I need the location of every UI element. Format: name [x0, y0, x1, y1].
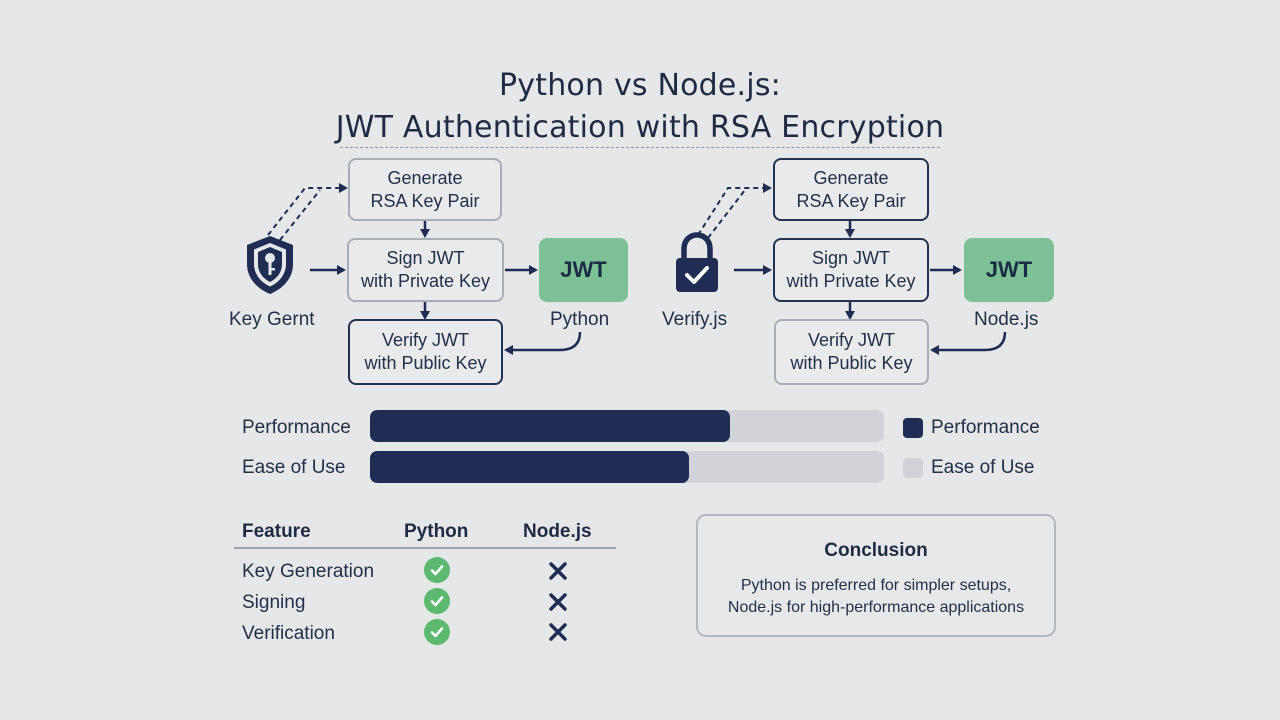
py-dashed-link-2: [279, 189, 321, 241]
title-underline: [340, 147, 940, 148]
python-verify-box: Verify JWT with Public Key: [348, 319, 503, 385]
py-arrow-label-verify: [504, 331, 582, 355]
python-sign-box: Sign JWT with Private Key: [347, 238, 504, 302]
check-icon: [424, 557, 450, 583]
python-sign-line-1: Sign JWT: [386, 248, 465, 268]
bar-track-ease-of-use: [370, 451, 884, 483]
node-generate-line-2: RSA Key Pair: [796, 190, 906, 211]
node-dashed-link-1: [697, 183, 772, 236]
python-icon-label: Key Gernt: [229, 309, 315, 330]
bar-track-performance: [370, 410, 884, 442]
table-header-feature: Feature: [242, 521, 311, 542]
node-sign-line-1: Sign JWT: [811, 248, 890, 268]
node-verify-box: Verify JWT with Public Key: [774, 319, 929, 385]
bar-label-performance: Performance: [242, 417, 351, 438]
conclusion-card: Conclusion Python is preferred for simpl…: [696, 514, 1056, 637]
table-row-feature: Signing: [242, 592, 306, 613]
python-generate-line-2: RSA Key Pair: [370, 190, 480, 211]
table-header-python: Python: [404, 521, 469, 542]
lock-check-icon: [674, 232, 720, 294]
node-sign-line-2: with Private Key: [786, 271, 916, 291]
node-dashed-link-2: [707, 189, 746, 239]
shield-key-icon: [244, 234, 296, 296]
legend-swatch-performance: [903, 418, 923, 438]
node-jwt-token: JWT: [964, 238, 1054, 302]
legend-label-ease-of-use: Ease of Use: [931, 457, 1035, 478]
title-line-1: Python vs Node.js:: [499, 68, 781, 103]
cross-icon: [549, 623, 567, 641]
python-sign-line-2: with Private Key: [360, 271, 491, 291]
node-generate-line-1: Generate: [813, 167, 889, 188]
bar-fill-ease-of-use: [370, 451, 689, 483]
python-generate-line-1: Generate: [387, 167, 463, 188]
python-jwt-token: JWT: [539, 238, 628, 302]
python-verify-line-2: with Public Key: [364, 353, 487, 373]
python-verify-line-1: Verify JWT: [381, 330, 469, 350]
bar-fill-performance: [370, 410, 730, 442]
cross-icon: [549, 593, 567, 611]
table-row-feature: Key Generation: [242, 561, 375, 582]
conclusion-line-2: Node.js for high-performance application…: [727, 599, 1025, 616]
node-icon-label: Verify.js: [662, 309, 728, 330]
table-header-divider: [234, 547, 616, 549]
table-header-nodejs: Node.js: [523, 521, 592, 542]
check-icon: [424, 619, 450, 645]
legend-swatch-ease-of-use: [903, 458, 923, 478]
node-verify-line-2: with Public Key: [790, 353, 913, 373]
table-row-feature: Verification: [242, 623, 335, 644]
node-sign-box: Sign JWT with Private Key: [773, 238, 929, 302]
cross-icon: [549, 562, 567, 580]
node-verify-line-1: Verify JWT: [807, 330, 895, 350]
conclusion-line-1: Python is preferred for simpler setups,: [740, 577, 1012, 594]
node-token-label: Node.js: [974, 309, 1039, 330]
legend-label-performance: Performance: [931, 417, 1040, 438]
bar-label-ease-of-use: Ease of Use: [242, 457, 346, 478]
conclusion-title: Conclusion: [824, 540, 928, 561]
title-line-2: JWT Authentication with RSA Encryption: [335, 110, 945, 145]
check-icon: [424, 588, 450, 614]
python-token-label: Python: [550, 309, 610, 330]
py-dashed-link-1: [267, 183, 348, 236]
node-arrow-label-verify: [930, 331, 1007, 355]
